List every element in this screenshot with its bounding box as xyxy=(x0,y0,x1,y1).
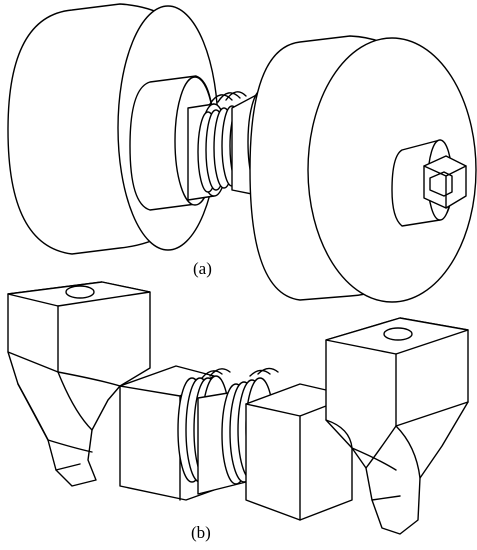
bolt xyxy=(391,139,467,227)
right-drum xyxy=(249,35,477,303)
left-block xyxy=(7,281,151,487)
jaw-assembly xyxy=(7,281,469,535)
left-drum xyxy=(7,3,219,255)
caption-a: (a) xyxy=(193,259,212,278)
caption-b: (b) xyxy=(191,523,211,542)
right-block xyxy=(325,317,469,535)
drum-assembly xyxy=(7,3,477,303)
